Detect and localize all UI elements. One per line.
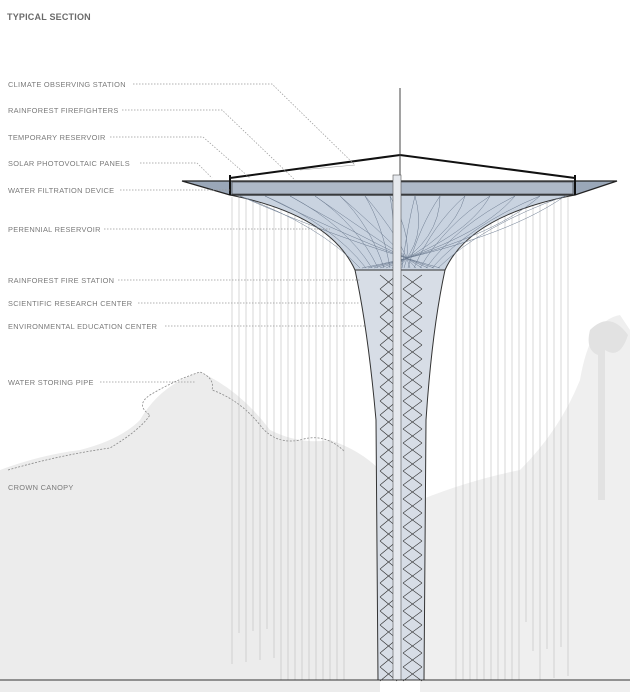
label-rainforest-fire-station: RAINFOREST FIRE STATION [8, 276, 115, 285]
water-storing-pipes [231, 197, 569, 680]
tower-structure [0, 88, 630, 682]
leader-line [122, 109, 296, 181]
forest-background [0, 315, 630, 692]
label-climate-observing-station: CLIMATE OBSERVING STATION [8, 80, 126, 89]
section-title: TYPICAL SECTION [7, 12, 91, 22]
label-crown-canopy: CROWN CANOPY [8, 483, 74, 492]
label-environmental-education-center: ENVIRONMENTAL EDUCATION CENTER [8, 322, 158, 331]
label-perennial-reservoir: PERENNIAL RESERVOIR [8, 225, 101, 234]
label-temporary-reservoir: TEMPORARY RESERVOIR [8, 133, 106, 142]
leader-line [110, 136, 251, 179]
leader-lines [100, 83, 365, 383]
label-water-storing-pipe: WATER STORING PIPE [8, 378, 94, 387]
label-water-filtration-device: WATER FILTRATION DEVICE [8, 186, 115, 195]
leader-line [133, 83, 356, 166]
leader-line [140, 162, 213, 179]
label-scientific-research-center: SCIENTIFIC RESEARCH CENTER [8, 299, 133, 308]
label-solar-photovoltaic-panels: SOLAR PHOTOVOLTAIC PANELS [8, 159, 130, 168]
label-rainforest-firefighters: RAINFOREST FIREFIGHTERS [8, 106, 119, 115]
